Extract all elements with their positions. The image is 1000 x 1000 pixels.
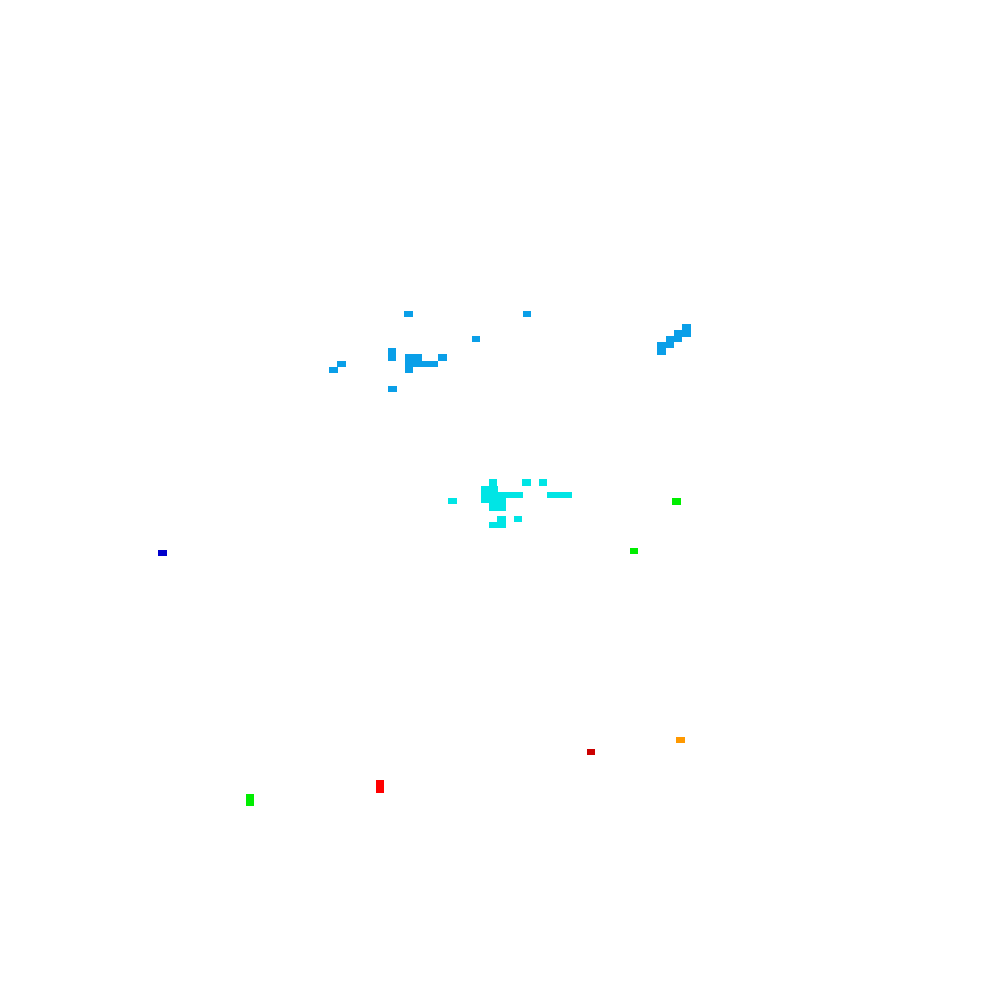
green-point [246,794,254,806]
blue-block [405,354,422,362]
cyan-block [522,479,531,486]
cyan-block [489,479,497,487]
blue-block [405,361,438,367]
green-point [630,548,638,554]
blue-block [388,386,397,392]
cyan-block [489,522,506,528]
cyan-block [514,516,522,522]
blue-block [388,348,396,361]
blue-block [329,367,338,373]
dark-red-point [587,749,595,755]
blue-block [674,330,691,337]
cyan-block [489,502,506,511]
red-point [376,780,384,793]
blue-block [404,311,413,317]
cyan-block [481,497,506,503]
blue-block [472,336,480,342]
blue-block [337,361,346,367]
blue-block [405,366,413,373]
cyan-block [481,486,498,494]
blue-block [657,348,666,355]
cyan-block [497,516,506,523]
cyan-block [547,492,572,498]
cyan-block [481,492,523,498]
blue-block [682,324,691,331]
blue-block [666,336,682,342]
orange-point [676,737,685,743]
cyan-block [539,479,547,486]
blue-block [523,311,531,317]
green-point [672,498,681,505]
dark-blue-point [158,550,167,556]
blue-block [438,354,447,361]
blue-block [657,342,674,348]
cyan-block [448,498,457,504]
